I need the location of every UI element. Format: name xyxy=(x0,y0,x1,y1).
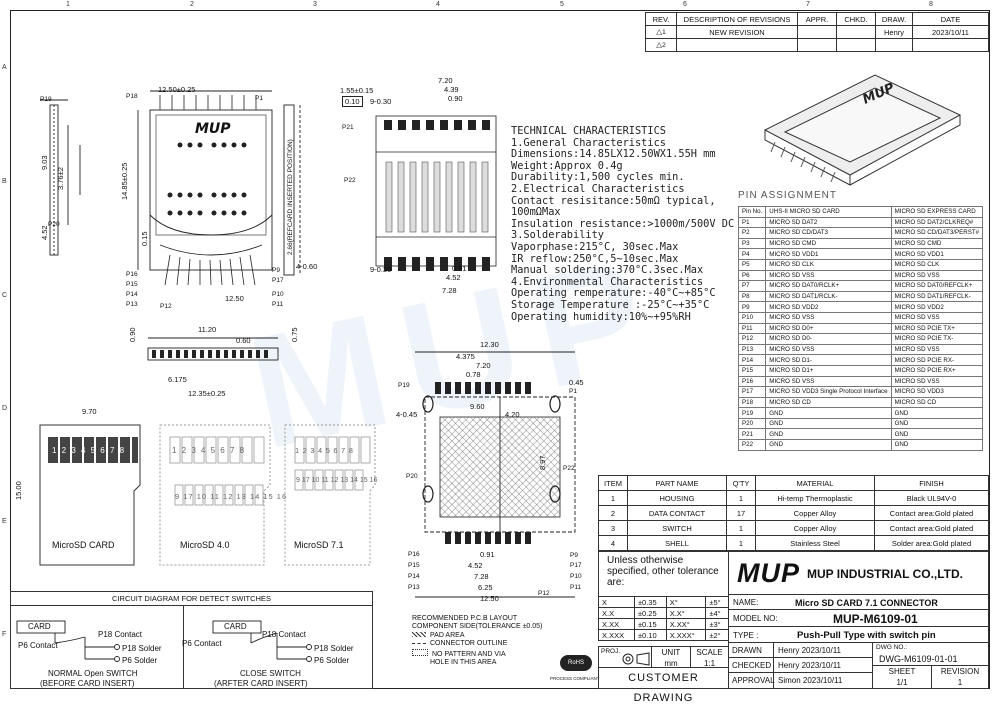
card40-pin-numbers: 12345678 xyxy=(172,446,250,455)
pcb-legend: RECOMMENDED P.C.B LAYOUT COMPONENT SIDE(… xyxy=(412,615,543,667)
projection-symbol-icon xyxy=(622,652,650,666)
company-name: MUP INDUSTRIAL CO.,LTD. xyxy=(807,567,963,581)
top-view-drawing: MUP xyxy=(40,90,301,286)
name-row: NAME: Micro SD CARD 7.1 CONNECTOR xyxy=(728,594,989,610)
card71-pin-numbers: 12345678 xyxy=(295,446,357,455)
approval-value-box: Simon 2023/10/11 xyxy=(773,672,873,689)
company-box: MUP MUP INDUSTRIAL CO.,LTD. xyxy=(728,551,989,595)
no-pattern-swatch xyxy=(412,648,428,656)
dim-top-width: 12.50±0.25 xyxy=(158,85,196,94)
unit-box: UNIT mm xyxy=(651,646,691,668)
pin-side-view xyxy=(375,115,497,271)
rev-triangle: △1 xyxy=(645,25,677,39)
sheet-box: SHEET 1/1 xyxy=(872,665,932,689)
projection-box: PROJ. xyxy=(598,646,652,668)
customer-drawing: CUSTOMER DRAWING xyxy=(598,667,729,704)
card-label-40: MicroSD 4.0 xyxy=(180,540,230,550)
checked-label-box: CHECKED xyxy=(728,657,774,673)
pad-area-swatch xyxy=(412,631,426,637)
company-logo: MUP xyxy=(737,558,800,588)
drawing-frame xyxy=(10,10,990,689)
type-row: TYPE : Push-Pull Type with switch pin xyxy=(728,626,989,643)
technical-characteristics: TECHNICAL CHARACTERISTICS 1.General Char… xyxy=(511,125,735,323)
connector-3d-view: MUP xyxy=(763,74,962,186)
side-ref-label: 2.66(REFCARD INSERTED POSITION) xyxy=(287,139,294,255)
drawn-label-box: DRAWN xyxy=(728,642,774,658)
revision-table: REV. DESCRIPTION OF REVISIONS APPR. CHKD… xyxy=(645,12,989,52)
card-pin-numbers: 12345678 xyxy=(52,446,130,455)
switch-schematic xyxy=(16,620,312,662)
rohs-badge: RoHS xyxy=(560,655,592,671)
checked-value-box: Henry 2023/10/11 xyxy=(773,657,873,673)
dwg-box: DWG NO.: DWG-M6109-01-01 xyxy=(872,642,989,666)
card-label-71: MicroSD 7.1 xyxy=(294,540,344,550)
tolerance-note: Unless otherwise specified, other tolera… xyxy=(598,551,729,597)
front-view-drawing xyxy=(147,337,279,361)
card71-bottom-numbers: 9 17 10 11 12 13 14 15 16 xyxy=(296,477,378,484)
microsd-card-drawings xyxy=(39,424,376,566)
drawn-value-box: Henry 2023/10/11 xyxy=(773,642,873,658)
card-label-microsd: MicroSD CARD xyxy=(52,540,115,550)
pin-assignment-title: PIN ASSIGNMENT xyxy=(738,190,838,201)
model-row: MODEL NO: MUP-M6109-01 xyxy=(728,609,989,627)
pcb-layout-drawing xyxy=(415,351,576,598)
circuit-diagram: CIRCUIT DIAGRAM FOR DETECT SWITCHES xyxy=(10,591,373,689)
dim-length: 14.85±0.25 xyxy=(120,162,129,200)
housing-logo: MUP xyxy=(195,121,231,137)
outline-swatch xyxy=(412,642,426,644)
card40-bottom-numbers: 9 17 10 11 12 13 14 15 16 xyxy=(175,492,288,501)
approval-label-box: APPROVAL xyxy=(728,672,775,689)
revision-box: REVISION 1 xyxy=(931,665,989,689)
rev-triangle: △2 xyxy=(645,38,677,52)
scale-box: SCALE 1:1 xyxy=(690,646,729,668)
